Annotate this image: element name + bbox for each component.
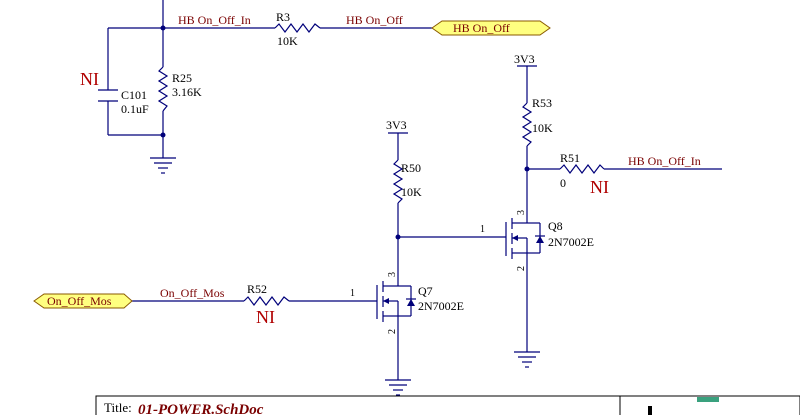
ground-symbol	[385, 379, 411, 396]
logo-mark	[697, 397, 719, 402]
mosfet-q8-symbol	[505, 205, 545, 290]
net-label-on-off-mos: On_Off_Mos	[160, 286, 225, 300]
r25-ref: R25	[172, 71, 192, 85]
q7-value: 2N7002E	[418, 299, 464, 313]
q8-pin-source: 2	[516, 266, 527, 271]
q8-pin-drain: 3	[516, 210, 527, 215]
power-3v3-r50: 3V3	[386, 118, 407, 132]
r3-value: 10K	[277, 34, 298, 48]
net-label-hb-in-right: HB On_Off_In	[628, 154, 701, 168]
resistor-r53-symbol	[521, 102, 533, 147]
title-block	[95, 395, 800, 415]
ni-marker-r51: NI	[590, 177, 609, 197]
r53-ref: R53	[532, 96, 552, 110]
c101-ref: C101	[121, 88, 147, 102]
r53-value: 10K	[532, 121, 553, 135]
port-hb-on-off	[431, 20, 551, 36]
r52-ref: R52	[247, 282, 267, 296]
junction-dot	[160, 25, 166, 31]
q8-ref: Q8	[548, 219, 563, 233]
ground-symbol	[150, 157, 176, 174]
resistor-r52-symbol	[243, 296, 290, 306]
r3-ref: R3	[276, 10, 290, 24]
r51-value: 0	[560, 176, 566, 190]
logo-glyph	[648, 406, 652, 415]
ground-symbol	[514, 351, 540, 368]
ni-marker-c101: NI	[80, 69, 99, 89]
q7-pin-source: 2	[387, 329, 398, 334]
r25-value: 3.16K	[172, 85, 202, 99]
c101-value: 0.1uF	[121, 102, 149, 116]
resistor-r51-symbol	[559, 164, 605, 174]
q7-pin-drain: 3	[387, 272, 398, 277]
q7-pin-gate: 1	[350, 288, 355, 299]
port-on-off-mos-label: On_Off_Mos	[47, 294, 112, 308]
r50-ref: R50	[401, 161, 421, 175]
q8-value: 2N7002E	[548, 235, 594, 249]
r50-value: 10K	[401, 185, 422, 199]
resistor-r25-symbol	[157, 66, 169, 112]
port-hb-on-off-label: HB On_Off	[453, 21, 510, 35]
q7-ref: Q7	[418, 284, 433, 298]
r51-ref: R51	[560, 151, 580, 165]
net-label-hb: HB On_Off	[346, 13, 403, 27]
title-block-value: 01-POWER.SchDoc	[138, 402, 264, 415]
power-3v3-r53: 3V3	[514, 52, 535, 66]
junction-dot	[160, 132, 166, 138]
resistor-r50-symbol	[392, 159, 404, 204]
mosfet-q7-symbol	[376, 268, 416, 380]
ni-marker-r52: NI	[256, 307, 275, 327]
port-on-off-mos	[33, 293, 133, 309]
net-label-hb-in: HB On_Off_In	[178, 13, 251, 27]
title-block-label: Title:	[104, 400, 132, 415]
resistor-r3-symbol	[274, 23, 321, 33]
q8-pin-gate: 1	[480, 224, 485, 235]
